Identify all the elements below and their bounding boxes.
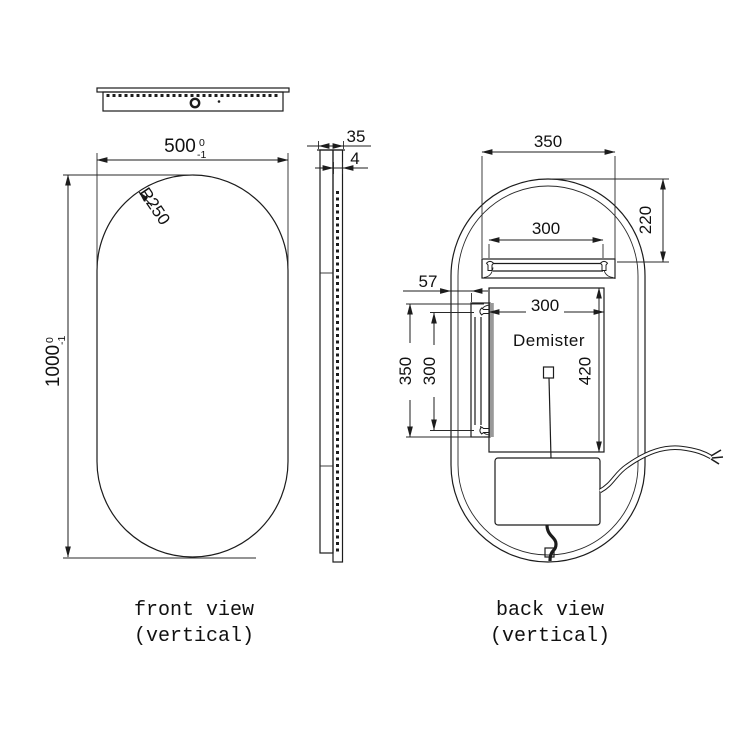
- power-cable-outer: [598, 445, 713, 494]
- demister-outline: [488, 287, 605, 453]
- dim-pad-width: 300: [488, 296, 605, 315]
- hanging-hook-icon: [479, 307, 490, 316]
- bracket-plate: [481, 258, 616, 279]
- dim-vhook-span: 300: [420, 312, 474, 431]
- side-led-dot-column: [336, 191, 339, 552]
- dim-label-pad-width: 300: [531, 296, 559, 315]
- dim-side-depth: 35: [307, 127, 371, 149]
- sensor-hole-icon: [189, 97, 201, 109]
- cable-frayed-ends-icon: [710, 449, 724, 465]
- bottom-wire: [545, 524, 558, 562]
- dim-edge-offset: 57: [403, 272, 488, 302]
- demister-pad: Demister: [488, 287, 605, 459]
- demister-label: Demister: [513, 331, 585, 350]
- dim-hook-span: 300: [488, 219, 604, 258]
- dim-label-edge-offset: 57: [419, 272, 438, 291]
- side-body: [319, 149, 334, 554]
- mirror-outline-back-outer: [450, 178, 646, 563]
- power-cable-core: [599, 446, 712, 493]
- driver-box: [494, 445, 724, 562]
- dim-label-radius: R250: [135, 184, 173, 228]
- bar-body: [102, 91, 284, 112]
- dim-label-vbracket-height: 350: [396, 357, 415, 385]
- dim-front-height: 1000 0 -1: [43, 174, 256, 559]
- dim-pad-height: 420: [575, 287, 602, 453]
- hanging-hook-icon: [600, 260, 608, 271]
- left-hanging-bracket: [470, 302, 491, 438]
- mirror-outline-front: [96, 174, 289, 558]
- top-view-led-bar: [96, 87, 290, 112]
- dim-front-width-tol-lower: -1: [197, 149, 206, 161]
- dim-front-height-tol-lower: -1: [56, 336, 68, 345]
- dim-corner-radius: R250: [135, 184, 173, 228]
- dim-label-front-width: 500: [164, 136, 196, 157]
- dim-label-front-height: 1000: [43, 345, 64, 387]
- dim-bracket-width: 350: [481, 132, 616, 279]
- hanging-hook-icon: [479, 426, 490, 435]
- dim-label-pad-height: 420: [575, 357, 594, 385]
- dim-front-height-tol-upper: 0: [44, 337, 56, 343]
- dim-label-glass: 4: [350, 149, 359, 168]
- dim-label-depth: 35: [347, 127, 366, 146]
- back-view: 350 300 220 57: [396, 132, 724, 563]
- demister-edge-strip: [489, 303, 494, 437]
- front-view-caption-line1: front view: [134, 599, 254, 622]
- driver-box-outline: [494, 457, 601, 526]
- dim-side-glass: 4: [315, 149, 368, 174]
- front-view: 500 0 -1 1000 0 -1 R250: [43, 136, 289, 559]
- dim-vbracket-height: 350: [396, 303, 484, 438]
- side-view: 35 4: [307, 127, 371, 563]
- hanging-hook-icon: [486, 260, 494, 271]
- back-view-caption-line1: back view: [496, 599, 604, 622]
- wire-grommet-icon: [544, 547, 555, 558]
- captions: front view (vertical) back view (vertica…: [134, 599, 610, 648]
- dim-top-offset: 220: [551, 178, 669, 263]
- dim-front-width-tol-upper: 0: [199, 137, 205, 149]
- side-glass-strip: [332, 149, 344, 563]
- demister-wire: [548, 377, 552, 459]
- connector-square-icon: [542, 366, 555, 379]
- led-dot-row: [106, 94, 278, 97]
- back-view-caption-line2: (vertical): [490, 625, 610, 648]
- mirror-outline-back-inner: [457, 185, 639, 556]
- top-hanging-bracket: [481, 258, 616, 279]
- dim-label-vhook-span: 300: [420, 357, 439, 385]
- dim-front-width: 500 0 -1: [96, 136, 289, 267]
- dim-label-top-offset: 220: [636, 206, 655, 234]
- pin-hole-icon: [217, 100, 221, 103]
- front-view-caption-line2: (vertical): [134, 625, 254, 648]
- dim-label-hook-span: 300: [532, 219, 560, 238]
- dim-label-bracket-width: 350: [534, 132, 562, 151]
